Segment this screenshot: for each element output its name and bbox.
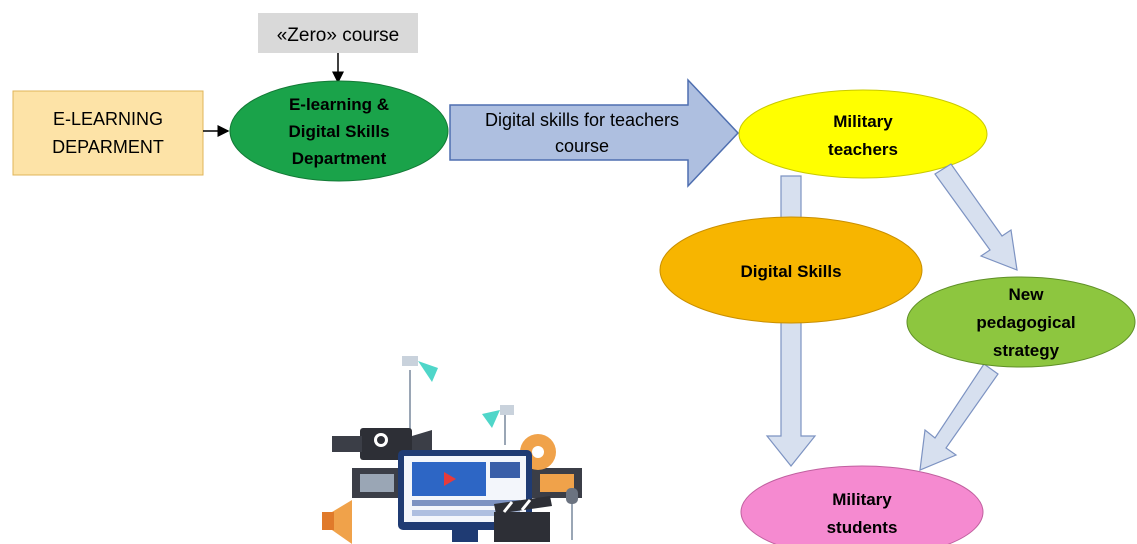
teachers-line2: teachers — [828, 140, 898, 159]
military-teachers-node: Military teachers — [738, 89, 988, 179]
strategy-line3: strategy — [993, 341, 1060, 360]
digital-skills-department-node: E-learning & Digital Skills Department — [229, 80, 449, 182]
skills-to-students-arrow — [765, 314, 817, 467]
dept-line1: E-learning & — [289, 95, 389, 114]
strategy-to-students-arrow — [919, 363, 999, 471]
course-arrow: Digital skills for teachers course — [449, 78, 740, 188]
dept-line3: Department — [292, 149, 387, 168]
elearning-department-line1: E-LEARNING — [53, 109, 163, 129]
pedagogical-strategy-node: New pedagogical strategy — [906, 276, 1136, 368]
strategy-line2: pedagogical — [976, 313, 1075, 332]
military-students-node: Military students — [740, 465, 984, 544]
multimedia-production-illustration — [322, 356, 582, 544]
zero-course-label: «Zero» course — [277, 25, 400, 46]
teachers-to-strategy-arrow — [934, 163, 1018, 271]
course-arrow-line2: course — [555, 136, 609, 156]
course-arrow-line1: Digital skills for teachers — [485, 110, 679, 130]
students-line2: students — [827, 518, 898, 537]
elearning-department-node: E-LEARNING DEPARMENT — [12, 90, 204, 176]
digital-skills-label: Digital Skills — [740, 262, 841, 281]
elearning-department-line2: DEPARMENT — [52, 137, 164, 157]
dept-line2: Digital Skills — [288, 122, 389, 141]
zero-course-node: «Zero» course — [258, 13, 418, 53]
digital-skills-node: Digital Skills — [659, 216, 923, 324]
teachers-to-skills-arrow — [780, 175, 802, 223]
strategy-line1: New — [1009, 285, 1045, 304]
students-line1: Military — [832, 490, 892, 509]
teachers-line1: Military — [833, 112, 893, 131]
